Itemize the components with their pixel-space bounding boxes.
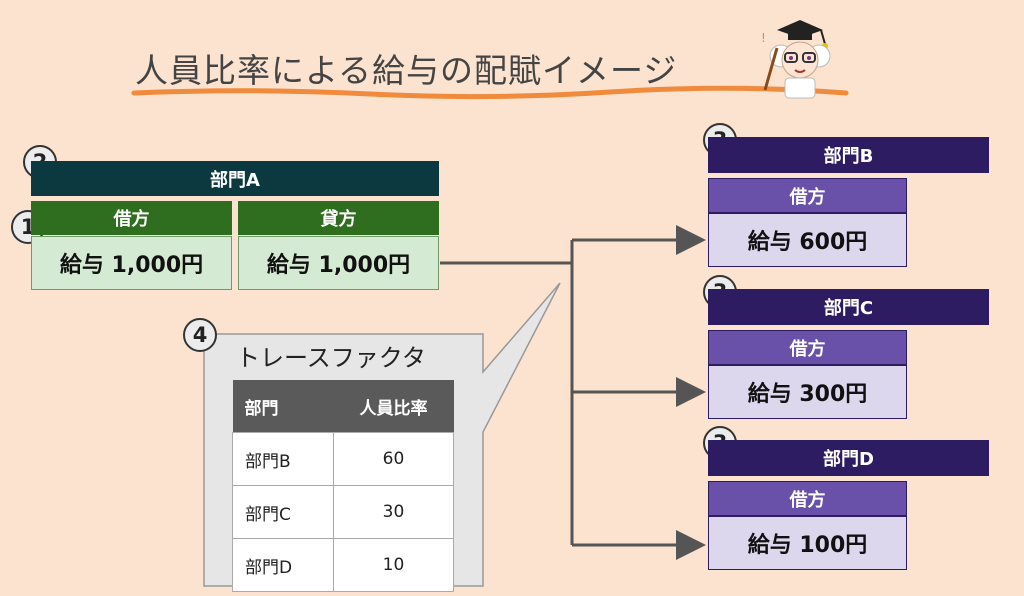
row-dept: 部門B (232, 432, 334, 486)
svg-text:!: ! (761, 31, 766, 45)
table-row: 部門C 30 (232, 485, 454, 539)
row-dept: 部門C (232, 485, 334, 539)
dept-b-debit-header: 借方 (708, 178, 907, 213)
row-ratio: 30 (333, 485, 454, 539)
dept-c-header: 部門C (708, 289, 989, 325)
table-row: 部門B 60 (232, 432, 454, 486)
row-dept: 部門D (232, 538, 334, 592)
row-ratio: 10 (333, 538, 454, 592)
column-header-ratio: 人員比率 (333, 380, 454, 433)
dept-a-header: 部門A (31, 161, 439, 196)
row-ratio: 60 (333, 432, 454, 486)
dept-a-debit-header: 借方 (31, 201, 232, 235)
table-header-row: 部門 人員比率 (232, 380, 454, 433)
page-title: 人員比率による給与の配賦イメージ (135, 51, 678, 90)
trace-factor-title: トレースファクタ (236, 344, 426, 372)
table-row: 部門D 10 (232, 538, 454, 592)
dept-c-debit-header: 借方 (708, 330, 907, 365)
dept-a-credit-value: 給与 1,000円 (238, 236, 439, 290)
dept-b-debit-value: 給与 600円 (708, 213, 907, 267)
dept-a-credit-header: 貸方 (238, 201, 439, 235)
dept-a-debit-value: 給与 1,000円 (31, 236, 232, 290)
professor-mascot-icon: ! (761, 20, 831, 99)
title-underline (131, 85, 849, 100)
dept-c-debit-value: 給与 300円 (708, 365, 907, 419)
trace-factor-table: 部門 人員比率 部門B 60 部門C 30 部門D 10 (232, 380, 454, 592)
marker-4: 4 (183, 318, 217, 352)
dept-d-debit-value: 給与 100円 (708, 516, 907, 570)
column-header-dept: 部門 (232, 380, 334, 433)
dept-d-header: 部門D (708, 440, 989, 476)
dept-b-header: 部門B (708, 137, 989, 173)
dept-d-debit-header: 借方 (708, 481, 907, 516)
